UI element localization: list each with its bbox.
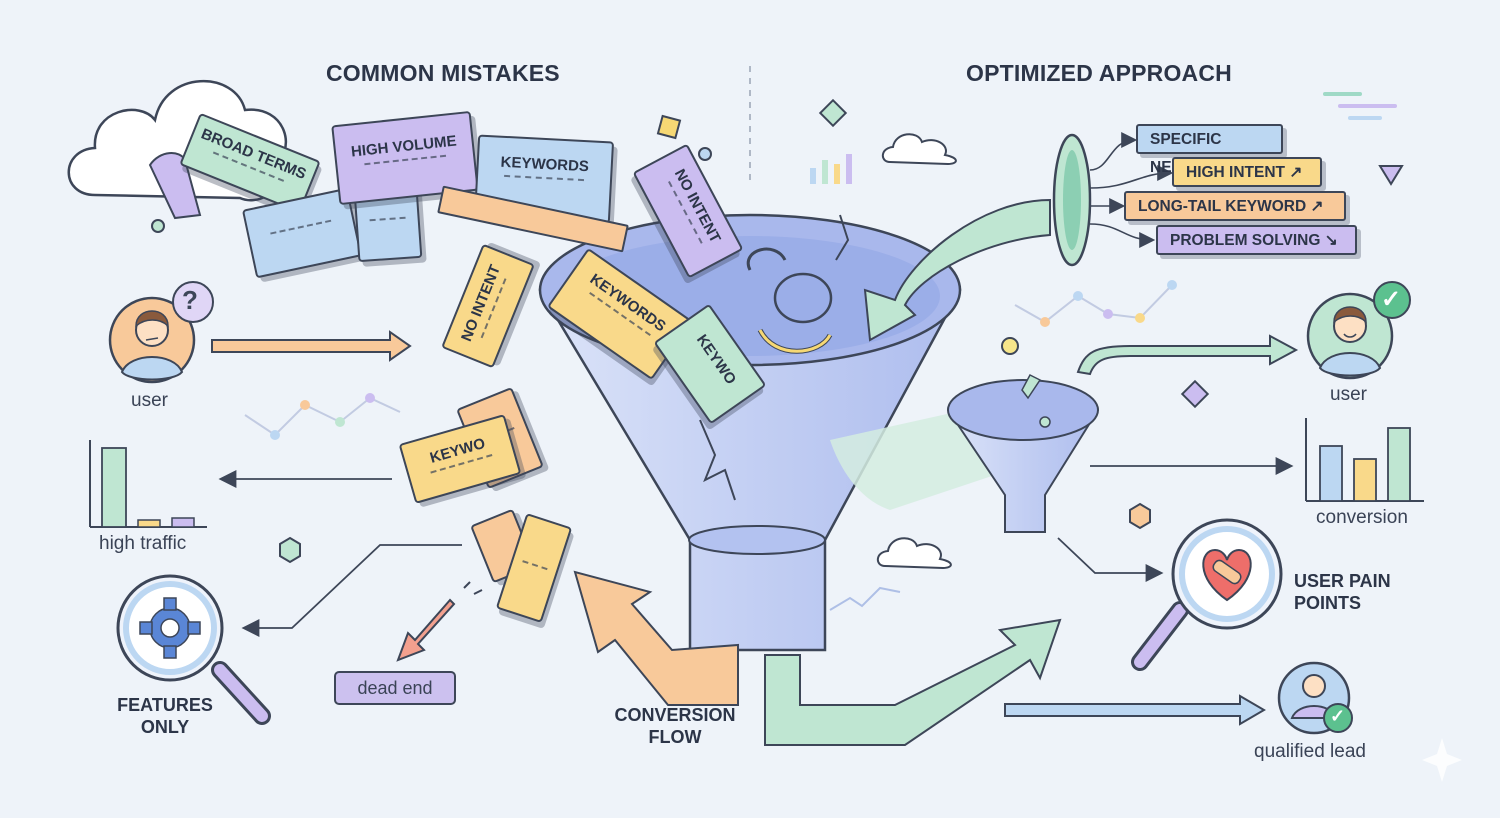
- arrow-to-funnel: [211, 330, 412, 362]
- tag-specific-needs: SPECIFIC NEEDS ↗: [1136, 124, 1283, 176]
- dot-decoration: [698, 147, 712, 161]
- filter-lens: [1052, 132, 1174, 267]
- heading-optimized-approach: OPTIMIZED APPROACH: [966, 60, 1232, 86]
- label-dead-end: dead end: [334, 671, 456, 705]
- feedback-arrow: [573, 570, 739, 706]
- cloud-icon: [881, 133, 957, 166]
- sparkline-right: [1014, 284, 1173, 324]
- small-funnel: [830, 374, 1100, 533]
- check-badge-icon: [1323, 703, 1353, 733]
- gear-magnifier-icon: [116, 574, 271, 725]
- label-conversion-flow: CONVERSION FLOW: [614, 705, 736, 747]
- happy-user-avatar: [1306, 292, 1394, 380]
- dead-end-arrow: [396, 581, 483, 662]
- confused-user-avatar: [108, 296, 196, 384]
- diamond-decoration: [1180, 379, 1210, 409]
- arrow-to-pain-points: [1057, 537, 1164, 582]
- dot-decoration: [1001, 337, 1019, 355]
- diamond-decoration: [818, 98, 848, 128]
- label-qualified-lead: qualified lead: [1254, 741, 1366, 762]
- dot-decoration: [151, 219, 165, 233]
- label-user-pain-points: USER PAIN POINTS: [1294, 571, 1391, 613]
- label-conversion: conversion: [1316, 507, 1408, 528]
- question-mark: ?: [182, 285, 198, 315]
- intent-arrow: [863, 198, 1051, 342]
- lines-decoration: [1323, 92, 1397, 120]
- check-badge-icon: [1373, 281, 1411, 319]
- question-bubble-icon: [172, 281, 214, 323]
- arrow-to-user-right: [1076, 334, 1299, 376]
- diamond-decoration: [656, 114, 682, 140]
- arrow-to-features-only: [241, 544, 462, 637]
- heading-common-mistakes: COMMON MISTAKES: [326, 60, 560, 86]
- label-high-traffic: high traffic: [99, 533, 187, 554]
- mini-bars-decoration: [810, 154, 852, 184]
- conversion-chart: [1305, 418, 1424, 502]
- zigzag-decoration: [829, 586, 901, 611]
- heart-magnifier-icon: [1131, 518, 1283, 671]
- sparkle-icon: [1422, 738, 1462, 782]
- sparkline-left: [244, 396, 401, 437]
- triangle-decoration: [1378, 165, 1404, 186]
- check-mark: ✓: [1381, 286, 1402, 313]
- cloud-icon: [876, 537, 952, 570]
- high-traffic-chart: [89, 440, 207, 528]
- label-user-left: user: [131, 390, 168, 411]
- label-user-right: user: [1330, 384, 1367, 405]
- label-features-only: FEATURES ONLY: [117, 695, 213, 737]
- tag-long-tail-keyword: LONG-TAIL KEYWORD ↗: [1124, 191, 1346, 221]
- hexagon-decoration: [1129, 502, 1151, 530]
- optimized-flow-arrow: [764, 618, 1062, 746]
- arrow-to-qualified-lead: [1004, 694, 1266, 726]
- hexagon-decoration: [279, 536, 301, 564]
- tag-high-intent: HIGH INTENT ↗: [1172, 157, 1322, 187]
- tag-problem-solving: PROBLEM SOLVING ↘: [1156, 225, 1357, 255]
- check-mark: ✓: [1330, 706, 1346, 726]
